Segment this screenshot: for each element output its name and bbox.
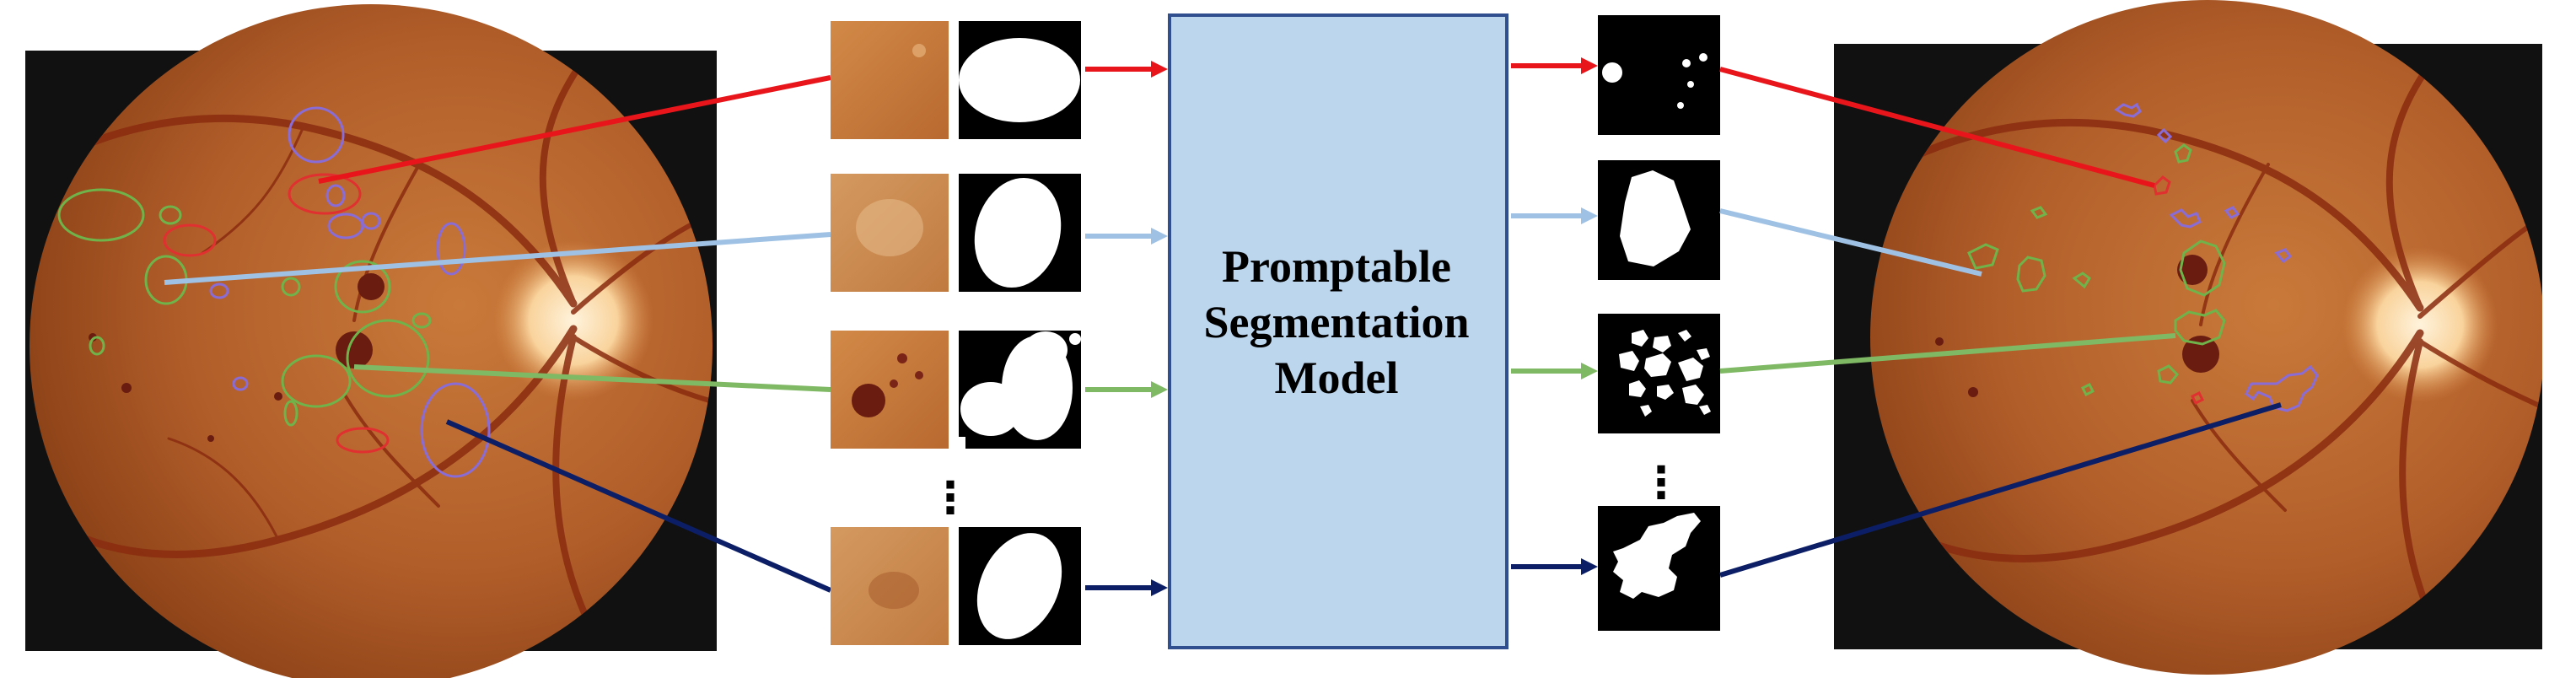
output-mask-2 <box>1598 160 1720 280</box>
input-arrows <box>1085 61 1168 596</box>
model-label: Promptable Segmentation Model <box>1168 221 1505 423</box>
segmentation-contours-right <box>1967 102 2319 412</box>
prompt-ellipses-left <box>57 106 491 478</box>
output-mask-3 <box>1598 314 1720 433</box>
output-ellipsis: ⋮ <box>1639 458 1683 508</box>
model-label-line-2: Segmentation <box>1203 297 1470 347</box>
input-fundus-image <box>25 4 717 678</box>
image-patch <box>831 331 949 449</box>
prompt-row-2 <box>831 174 1081 292</box>
image-patch <box>831 21 949 139</box>
model-label-line-1: Promptable <box>1222 241 1451 292</box>
output-mask-1 <box>1598 15 1720 135</box>
prompt-connector-lines <box>164 75 832 593</box>
model-box <box>1168 13 1508 649</box>
prompt-row-4 <box>831 527 1081 645</box>
output-connector-lines <box>1719 67 2282 578</box>
input-ellipsis: ⋮ <box>928 473 972 524</box>
prompt-row-1 <box>831 21 1081 139</box>
output-mask-4 <box>1598 506 1720 631</box>
model-label-line-3: Model <box>1274 352 1399 403</box>
output-arrows <box>1511 57 1598 575</box>
output-fundus-image <box>1834 0 2545 675</box>
prompt-row-3 <box>831 331 1081 449</box>
